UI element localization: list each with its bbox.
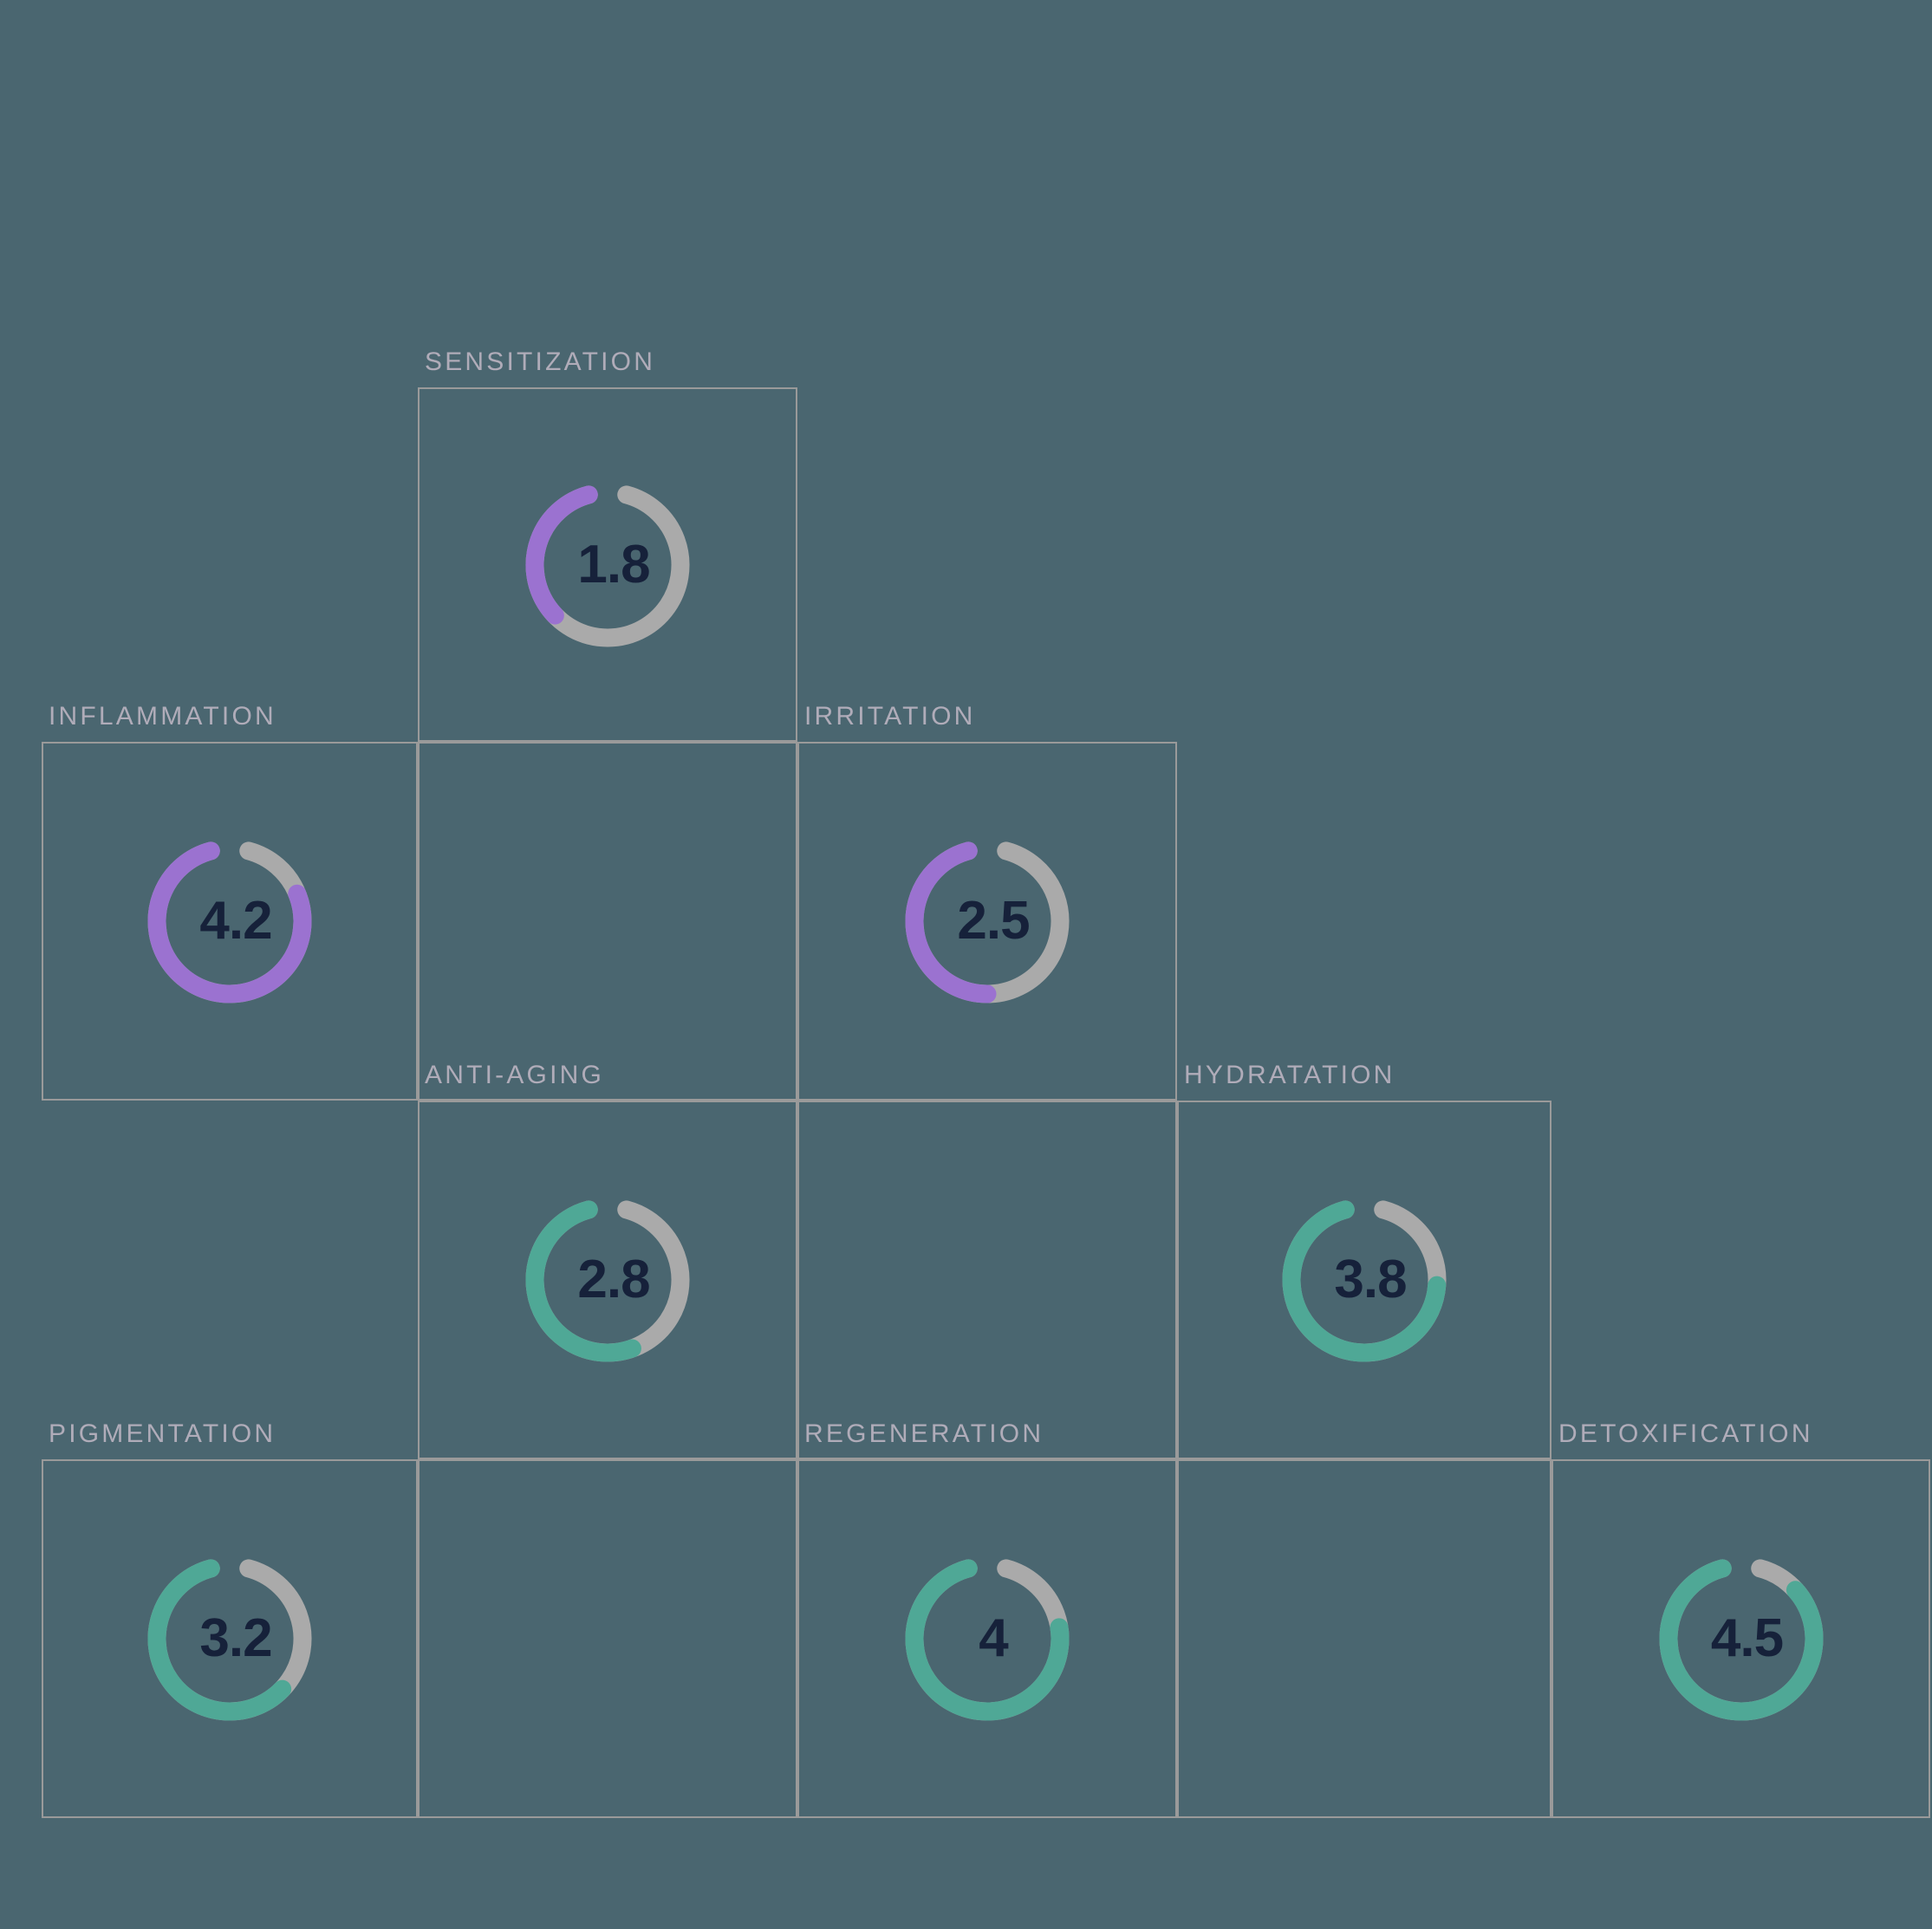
grid-cell (1177, 1459, 1551, 1818)
gauge-value-sensitization: 1.8 (577, 534, 650, 594)
gauge-ring-detoxification (1659, 1559, 1823, 1721)
grid-cell (42, 742, 418, 1101)
gauge-regeneration[interactable]: 4 (892, 1543, 1083, 1734)
gauge-pigmentation[interactable]: 3.2 (134, 1543, 325, 1734)
grid-cell (797, 1459, 1177, 1818)
gauge-hydratation[interactable]: 3.8 (1269, 1185, 1460, 1375)
gauge-label-detoxification: DETOXIFICATION (1558, 1419, 1813, 1448)
gauge-value-arc (147, 1559, 292, 1721)
gauge-label-inflammation: INFLAMMATION (49, 702, 276, 731)
gauge-value-arc (147, 841, 312, 1003)
gauge-ring-inflammation (147, 841, 312, 1003)
gauge-label-hydratation: HYDRATATION (1184, 1061, 1395, 1089)
gauge-irritation[interactable]: 2.5 (892, 826, 1083, 1016)
gauge-label-regeneration: REGENERATION (804, 1419, 1044, 1448)
gauge-label-anti-aging: ANTI-AGING (425, 1061, 605, 1089)
grid-cell (797, 1101, 1177, 1459)
grid-cell (42, 1459, 418, 1818)
gauge-ring-sensitization (525, 484, 690, 646)
gauge-value-arc (525, 484, 598, 625)
gauge-value-irritation: 2.5 (957, 891, 1030, 951)
grid-cell (418, 742, 797, 1101)
grid-cell (418, 1459, 797, 1818)
grid-cell (797, 742, 1177, 1101)
gauge-ring-hydratation (1282, 1200, 1447, 1362)
gauge-value-anti-aging: 2.8 (577, 1250, 650, 1309)
gauge-ring-regeneration (905, 1559, 1070, 1721)
gauge-value-hydratation: 3.8 (1334, 1250, 1407, 1309)
gauge-value-inflammation: 4.2 (199, 891, 272, 951)
gauge-value-arc (905, 841, 997, 1003)
gauge-sensitization[interactable]: 1.8 (512, 470, 703, 660)
gauge-ring-anti-aging (525, 1200, 690, 1362)
gauge-inflammation[interactable]: 4.2 (134, 826, 325, 1016)
gauge-label-irritation: IRRITATION (804, 702, 976, 731)
gauge-value-arc (905, 1559, 1070, 1721)
gauge-label-sensitization: SENSITIZATION (425, 347, 656, 376)
gauge-ring-irritation (905, 841, 1070, 1003)
gauge-value-arc (525, 1200, 641, 1362)
grid-cell (1551, 1459, 1930, 1818)
gauge-value-detoxification: 4.5 (1710, 1608, 1784, 1668)
gauge-value-pigmentation: 3.2 (199, 1608, 272, 1668)
gauge-value-regeneration: 4 (979, 1608, 1008, 1668)
gauge-value-arc (1282, 1200, 1447, 1362)
gauge-anti-aging[interactable]: 2.8 (512, 1185, 703, 1375)
gauge-value-arc (1659, 1559, 1823, 1721)
gauge-ring-pigmentation (147, 1559, 312, 1721)
grid-cell (1177, 1101, 1551, 1459)
grid-cell (418, 1101, 797, 1459)
gauge-detoxification[interactable]: 4.5 (1646, 1543, 1837, 1734)
gauge-label-pigmentation: PIGMENTATION (49, 1419, 276, 1448)
grid-cell (418, 387, 797, 742)
